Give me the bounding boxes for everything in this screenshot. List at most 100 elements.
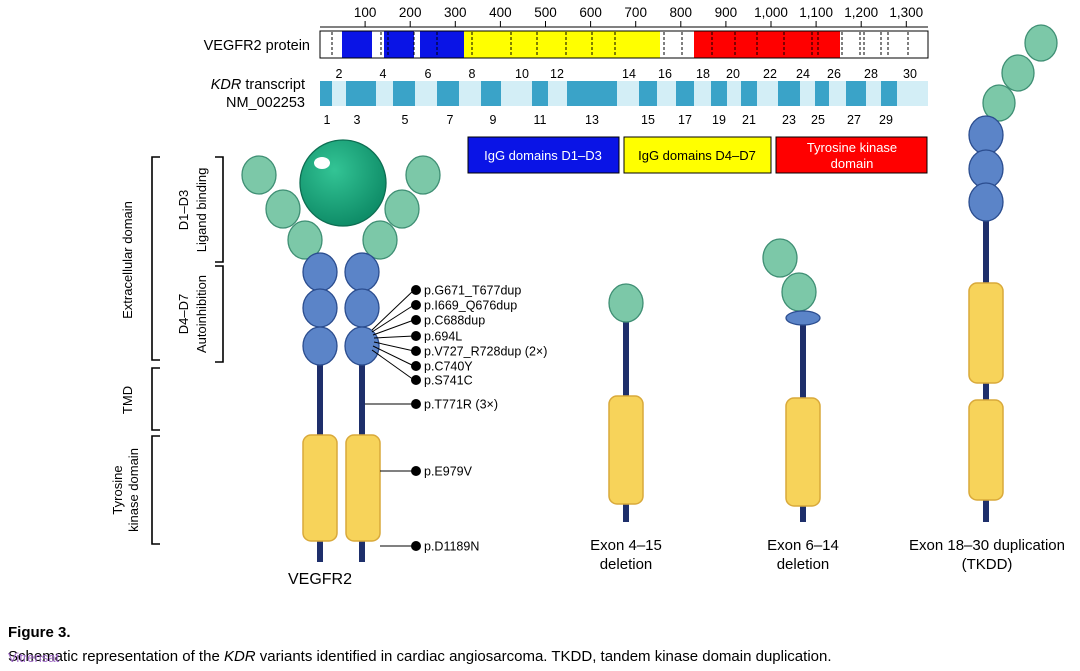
mutation-label: p.I669_Q676dup bbox=[424, 299, 517, 313]
mutation-pointer-line bbox=[371, 304, 415, 333]
ligand-binding-label: Ligand binding bbox=[194, 168, 209, 253]
protein-tk-segment bbox=[694, 31, 840, 58]
exon-label-top: 18 bbox=[696, 67, 710, 81]
ig-domain-d2-left bbox=[265, 189, 301, 229]
kinase-domain-v2 bbox=[785, 397, 821, 507]
protein-ig-d4d7-segment bbox=[464, 31, 660, 58]
protein-ig-d3-segment bbox=[420, 31, 464, 58]
variant1-label-1: Exon 4–15 bbox=[590, 537, 662, 554]
ig-domain-d2-v2 bbox=[781, 272, 817, 312]
ruler-tick-label: 1,100 bbox=[799, 5, 833, 20]
exon-block bbox=[676, 81, 694, 106]
mutation-marker-dot bbox=[411, 375, 421, 385]
mutation-label: p.694L bbox=[424, 330, 462, 344]
ruler-tick-label: 200 bbox=[399, 5, 422, 20]
kinase-domain-v3-a bbox=[968, 282, 1004, 384]
mutation-pointers: p.G671_T677dupp.I669_Q676dupp.C688dupp.6… bbox=[365, 284, 547, 554]
exon-label-bottom: 27 bbox=[847, 113, 861, 127]
mutation-label: p.V727_R728dup (2×) bbox=[424, 345, 547, 359]
ig-domain-d1-v3 bbox=[1024, 24, 1058, 62]
ruler-tick-label: 100 bbox=[354, 5, 377, 20]
ig-domain-d4-v3 bbox=[968, 115, 1004, 155]
kinase-domain-left bbox=[302, 434, 338, 542]
exon-block bbox=[393, 81, 415, 106]
exon-label-bottom: 19 bbox=[712, 113, 726, 127]
mutation-pointer-line bbox=[373, 335, 415, 339]
exon-block bbox=[881, 81, 897, 106]
ig-domain-d6-right bbox=[344, 326, 380, 366]
kinase-domain-right bbox=[345, 434, 381, 542]
ig-domain-d3-left bbox=[287, 220, 323, 260]
exon-block bbox=[481, 81, 501, 106]
exon-label-top: 10 bbox=[515, 67, 529, 81]
d1d3-label: D1–D3 bbox=[176, 190, 191, 230]
exon-label-top: 22 bbox=[763, 67, 777, 81]
protein-label: VEGFR2 protein bbox=[204, 38, 310, 54]
ig-domain-d1-left bbox=[241, 155, 277, 195]
variant-tkdd bbox=[968, 24, 1058, 522]
legend: IgG domains D1–D3 IgG domains D4–D7 Tyro… bbox=[467, 136, 928, 174]
ig-domain-d5-right bbox=[344, 288, 380, 328]
autoinhibition-label: Autoinhibition bbox=[194, 275, 209, 353]
ligand-vegf bbox=[299, 139, 387, 227]
exon-block bbox=[437, 81, 459, 106]
variant1-label-2: deletion bbox=[600, 556, 653, 573]
mutation-pointer-line bbox=[373, 341, 415, 352]
mutation-marker-dot bbox=[411, 331, 421, 341]
ig-domain-d1-v2 bbox=[762, 238, 798, 278]
legend-d1d3-label: IgG domains D1–D3 bbox=[484, 148, 602, 163]
mutation-label: p.C740Y bbox=[424, 360, 473, 374]
ig-domain-d1-v1 bbox=[608, 283, 644, 323]
exon-label-top: 30 bbox=[903, 67, 917, 81]
ruler-tick-label: 300 bbox=[444, 5, 467, 20]
exon-label-bottom: 3 bbox=[354, 113, 361, 127]
ig-domain-fusion-v2 bbox=[785, 310, 821, 326]
mutation-pointer-line bbox=[372, 319, 415, 336]
ig-domain-d6-v3 bbox=[968, 182, 1004, 222]
ig-domain-d6-left bbox=[302, 326, 338, 366]
ig-domain-d5-v3 bbox=[968, 149, 1004, 189]
mutation-pointer-line bbox=[372, 345, 415, 367]
protein-ig-d2-segment bbox=[384, 31, 414, 58]
legend-tk-box bbox=[775, 136, 928, 174]
ig-domain-d3-v3 bbox=[982, 84, 1016, 122]
variant2-label-2: deletion bbox=[777, 556, 830, 573]
mutation-marker-dot bbox=[411, 315, 421, 325]
exon-label-bottom: 25 bbox=[811, 113, 825, 127]
exon-label-top: 2 bbox=[336, 67, 343, 81]
exon-block bbox=[741, 81, 757, 106]
d4d7-label: D4–D7 bbox=[176, 294, 191, 334]
ig-domain-d5-left bbox=[302, 288, 338, 328]
exon-block bbox=[778, 81, 800, 106]
kinase-domain-v3-b bbox=[968, 399, 1004, 501]
exon-block bbox=[346, 81, 376, 106]
figure-label: Figure 3. bbox=[8, 624, 71, 641]
mutation-pointer-line bbox=[371, 289, 415, 331]
mutation-marker-dot bbox=[411, 399, 421, 409]
ligand-highlight bbox=[314, 157, 330, 169]
transcript-accession: NM_002253 bbox=[226, 95, 305, 111]
mutation-label: p.E979V bbox=[424, 465, 473, 479]
tmd-label: TMD bbox=[120, 386, 135, 414]
ig-domain-d3-right bbox=[362, 220, 398, 260]
legend-d4d7-label: IgG domains D4–D7 bbox=[638, 148, 756, 163]
exon-label-bottom: 9 bbox=[490, 113, 497, 127]
ruler-tick-label: 400 bbox=[489, 5, 512, 20]
exon-label-top: 14 bbox=[622, 67, 636, 81]
ig-domain-d2-v3 bbox=[1001, 54, 1035, 92]
mutation-label: p.C688dup bbox=[424, 314, 485, 328]
ig-domain-d4-left bbox=[302, 252, 338, 292]
exon-block bbox=[846, 81, 866, 106]
mutation-label: p.D1189N bbox=[424, 540, 479, 554]
variant-exon6-14-deletion bbox=[762, 238, 821, 522]
ruler-tick-label: 1,300 bbox=[889, 5, 923, 20]
exon-label-top: 12 bbox=[550, 67, 564, 81]
exon-label-top: 26 bbox=[827, 67, 841, 81]
mutation-marker-dot bbox=[411, 541, 421, 551]
exon-block bbox=[320, 81, 332, 106]
mutation-marker-dot bbox=[411, 346, 421, 356]
ig-domain-d2-right bbox=[384, 189, 420, 229]
ruler-tick-label: 1,200 bbox=[844, 5, 878, 20]
